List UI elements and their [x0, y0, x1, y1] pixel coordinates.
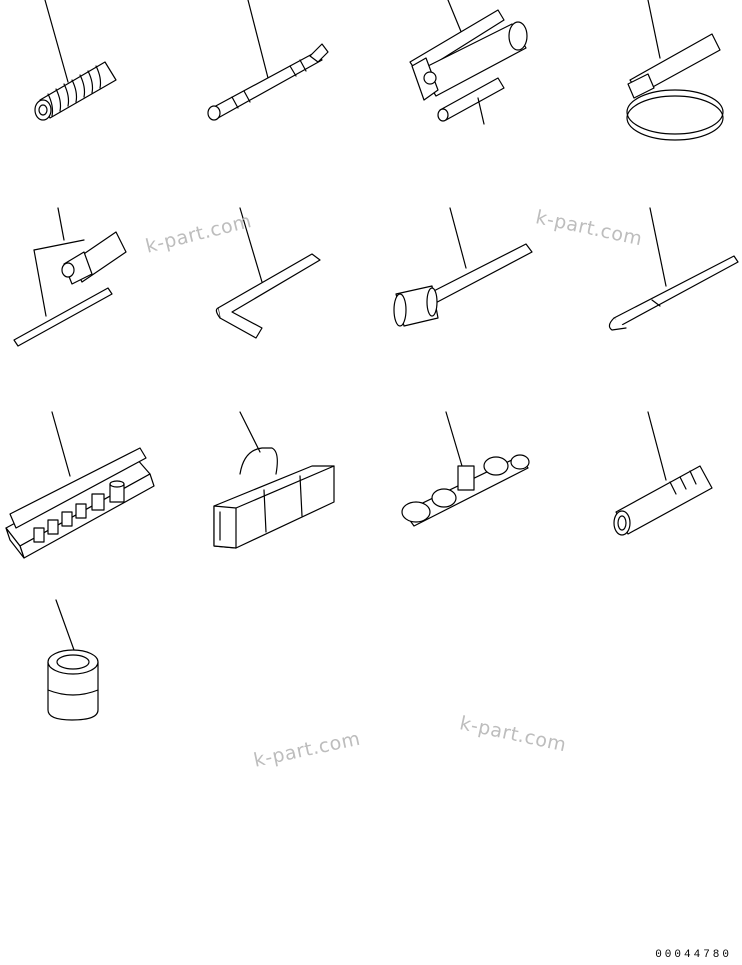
hammer	[393, 207, 533, 327]
leader-line	[647, 411, 667, 481]
hex-key	[215, 207, 321, 339]
leader-line	[51, 411, 71, 477]
leader-line	[649, 207, 667, 287]
filter-wrench	[626, 0, 724, 141]
wrench-set	[401, 411, 530, 527]
tool-bag	[213, 411, 335, 549]
leader-line	[55, 599, 75, 651]
socket	[47, 599, 99, 721]
pry-bar	[608, 207, 739, 331]
leader-line	[449, 207, 467, 269]
leader-line	[247, 0, 269, 79]
leader-line	[477, 97, 485, 125]
leader-line	[445, 411, 463, 467]
socket-wrench-set	[5, 411, 155, 559]
leader-line	[33, 239, 85, 251]
grease-gun	[409, 0, 528, 125]
leader-line	[44, 0, 69, 83]
pipe-extension	[613, 411, 713, 536]
leader-line	[447, 0, 463, 35]
screwdriver-set	[13, 207, 127, 347]
leader-line	[239, 411, 261, 453]
leader-line	[57, 207, 65, 241]
coil-spring-insert	[34, 0, 117, 121]
leader-line	[33, 249, 47, 317]
leader-line	[647, 0, 661, 59]
leader-line	[239, 207, 263, 283]
extension-bar	[207, 0, 329, 121]
figure-code: 00044780	[655, 949, 732, 961]
